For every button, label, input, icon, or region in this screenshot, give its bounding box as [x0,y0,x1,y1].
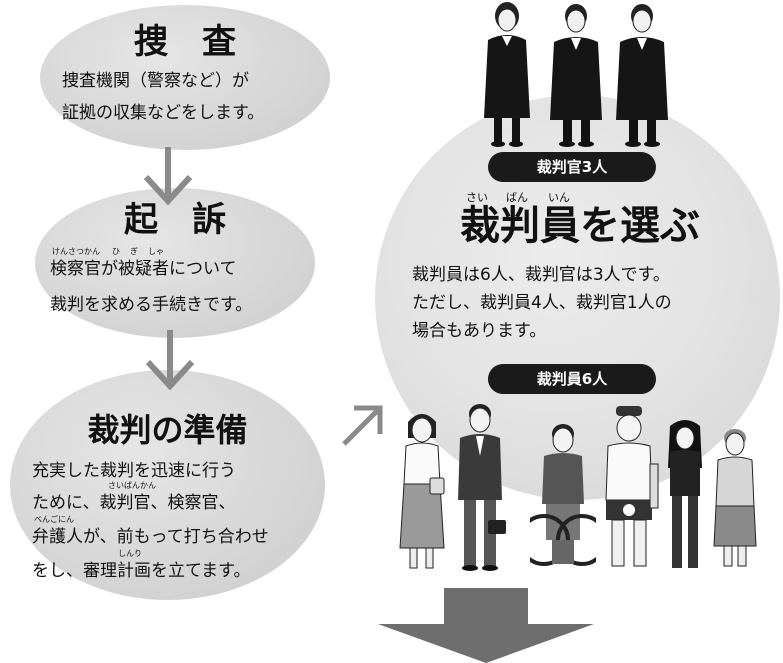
citizen-figure-icon [668,420,702,568]
judge-figure-icon [484,2,530,147]
step2-line-1: 検察官が被疑者について [50,259,237,279]
step1-title: 捜 査 [134,22,236,62]
step1-ellipse [40,5,330,150]
step2-furigana-3: ぎ [130,247,138,256]
step2-furigana-1: けんさつかん [52,247,100,256]
select-line-1: 裁判員は6人、裁判官は3人です。 [412,265,670,285]
step3-title: 裁判の準備 [87,411,248,449]
citizen-figure-icon [458,404,506,571]
step2-furigana-4: しゃ [148,247,164,256]
down-arrow-icon [145,330,195,390]
step3-line-4: をし、審理計画を立てます。 [32,561,251,581]
citizen-figure-icon [530,424,596,566]
step2-line-2: 裁判を求める手続きです。 [50,295,253,315]
select-line-2: ただし、裁判員4人、裁判官1人の [412,293,672,313]
select-furigana-3: いん [548,191,570,204]
select-furigana-2: ばん [506,191,528,204]
step3-furigana-2: べんごにん [34,515,74,524]
judges-label: 裁判官3人 [488,152,656,182]
judge-figure-icon [616,4,668,147]
step2-furigana-2: ひ [112,247,120,256]
step2-title: 起 訴 [124,200,226,240]
step3-line-3: 弁護人が、前もって打ち合わせ [32,527,269,547]
citizen-figure-icon [605,406,659,567]
select-title: 裁判員を選ぶ [460,203,700,249]
step3-furigana-3: しんり [118,549,142,558]
step2-ellipse [35,188,315,338]
step3-ellipse [10,370,325,600]
citizen-figure-icon [399,414,445,569]
select-furigana-1: さい [466,191,488,204]
select-line-3: 場合もあります。 [412,321,547,341]
down-arrow-icon [143,147,193,205]
step1-line-1: 捜査機関（警察など）が [62,71,249,91]
diagonal-arrow-icon [342,405,383,446]
step3-line-2: ために、裁判官、検察官、 [32,493,236,513]
judge-figure-icon [550,4,602,147]
jurors-label: 裁判員6人 [488,364,656,394]
step3-furigana-1: さいばんかん [108,481,156,490]
citizen-figure-icon [713,429,757,567]
big-down-arrow-icon [378,588,594,663]
step3-line-1: 充実した裁判を迅速に行う [32,461,236,481]
step1-line-2: 証拠の収集などをします。 [62,103,265,123]
